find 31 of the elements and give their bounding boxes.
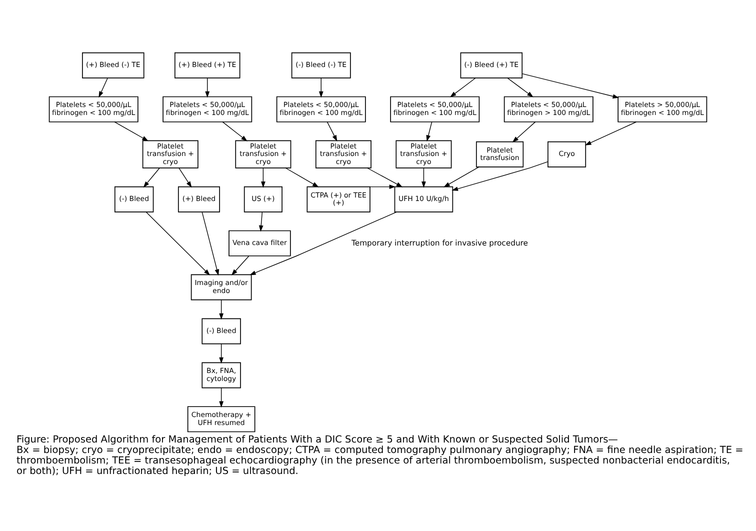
diagram-title: Figure: Proposed Algorithm for Management of Patients With a DIC Score ≥ 5 and With Known or Suspected Solid Tumors— — [16, 434, 618, 445]
arrow — [219, 343, 224, 364]
arrow — [114, 121, 148, 141]
arrow — [258, 211, 264, 232]
arrow — [222, 121, 248, 141]
arrow — [146, 211, 210, 275]
arrow — [444, 166, 480, 187]
arrow — [231, 255, 250, 275]
arrow — [205, 77, 210, 98]
arrow — [426, 121, 432, 142]
arrow — [202, 211, 220, 276]
arrow — [512, 121, 536, 142]
arrow — [370, 184, 396, 188]
arrow — [98, 77, 108, 98]
caption: Bx = biopsy; cryo = cryoprecipitate; endo = endoscopy; CTPA = computed tomography pulmonary angiography; FNA = fine needle aspiration; TE = thromboembolism; TEE = transesophageal echocardiography (in the presence of arterial thromboembolism, suspected nonbacterial endocarditis, or both); UFH = unfractionated heparin; US = ultrasound. — [16, 444, 744, 476]
arrow — [178, 167, 192, 188]
arrow — [219, 387, 224, 408]
arrow — [507, 77, 534, 97]
arrow — [249, 211, 397, 275]
arrow — [318, 77, 324, 98]
arrow — [422, 167, 426, 188]
arrow — [285, 167, 319, 187]
arrow — [366, 167, 403, 187]
arrow — [219, 299, 224, 320]
arrow — [326, 121, 338, 141]
arrow — [584, 121, 637, 145]
arrow — [261, 167, 266, 188]
arrow — [522, 72, 620, 98]
arrow — [450, 77, 476, 97]
arrow — [143, 167, 160, 188]
arrow — [452, 160, 548, 190]
